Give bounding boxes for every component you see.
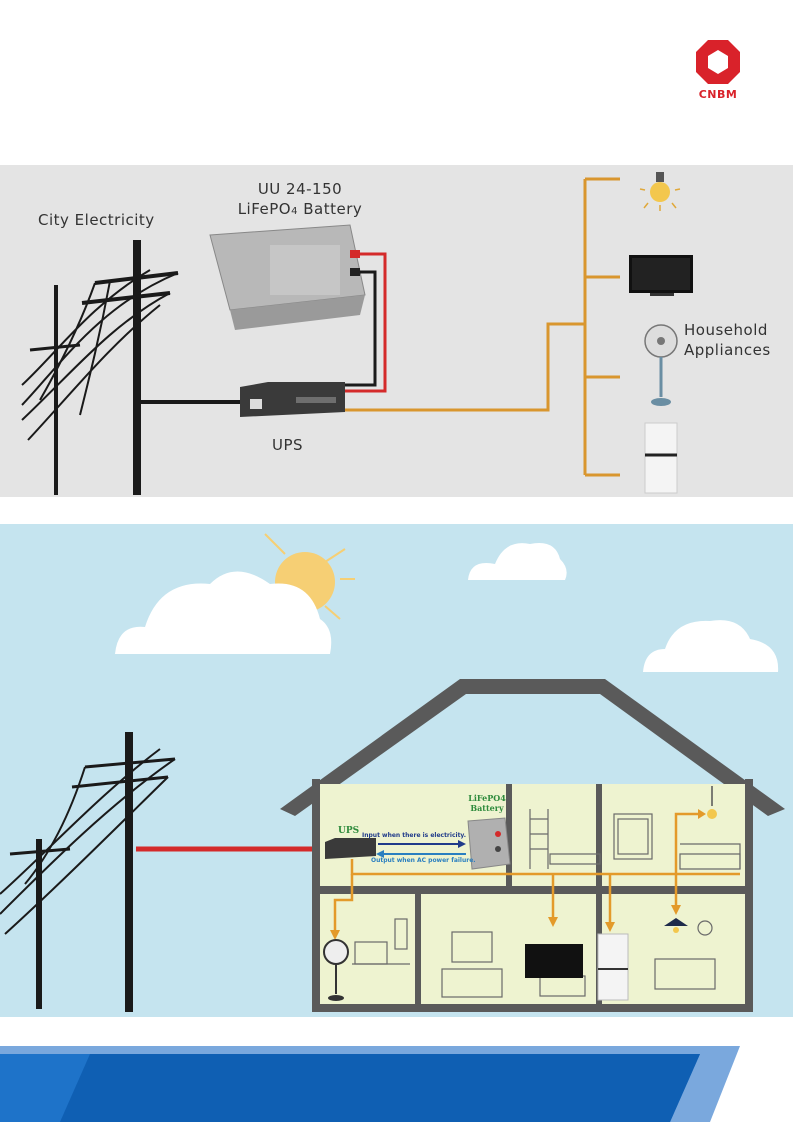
fan-icon [644,324,678,406]
ups-device-icon [325,838,376,859]
bottom-banner [0,1046,740,1122]
light-bulb-icon [639,172,681,211]
house-battery-label: LiFePO4 Battery [468,793,506,813]
power-pole-icon [0,732,176,1012]
cloud-icon [115,543,779,672]
city-electricity-label: City Electricity [38,211,155,229]
brand-name: CNBM [698,88,738,101]
tv-icon [629,255,693,296]
fridge-icon [644,422,678,494]
power-pole-icon [21,240,179,495]
household-appliances-label: Household Appliances [684,321,771,359]
top-diagram-graphics [21,172,693,495]
fridge-icon [597,933,629,1001]
bottom-diagram-graphics [0,533,785,1012]
fan-icon [323,939,349,1001]
light-bulb-icon [664,786,717,933]
house-ups-label: UPS [338,826,360,836]
battery-icon [467,817,511,870]
ups-device-icon [240,382,345,417]
battery-label: UU 24-150 LiFePO4 Battery [237,180,363,218]
cnbm-logo-icon [696,40,740,84]
flow-output-text: Output when AC power failure. [371,857,476,864]
flow-input-text: Input when there is electricity. [362,832,467,839]
ups-label: UPS [272,436,304,454]
battery-icon [209,224,366,330]
tv-icon [525,944,583,978]
